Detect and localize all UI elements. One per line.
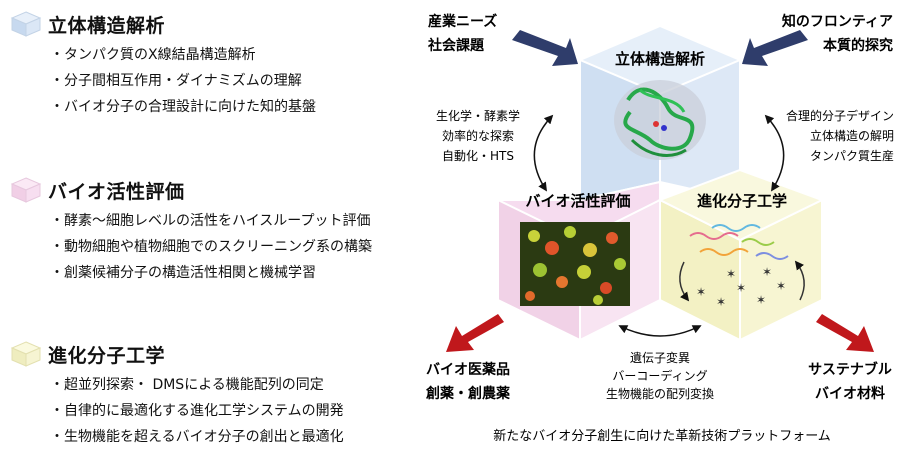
section-structure-header: 立体構造解析 [10, 10, 430, 38]
list-item: 動物細胞や植物細胞でのスクリーニング系の構築 [50, 234, 430, 260]
svg-text:✶: ✶ [726, 267, 736, 281]
input-arrow-left [512, 30, 578, 66]
link-right-line3: タンパク質生産 [810, 148, 894, 163]
link-bottom-line3: 生物機能の配列変換 [606, 386, 714, 401]
yellow-cube-icon [10, 341, 42, 367]
list-item: バイオ分子の合理設計に向けた知的基盤 [50, 94, 430, 120]
link-right-line1: 合理的分子デザイン [786, 108, 894, 123]
link-left-line2: 効率的な探索 [442, 128, 514, 143]
sequence-library-image: ✶ ✶ ✶ ✶ ✶ ✶ ✶ [679, 224, 805, 309]
output-arrow-right [816, 314, 874, 352]
section-evolution-title: 進化分子工学 [48, 344, 166, 367]
pink-cube-icon [10, 177, 42, 203]
list-item: 分子間相互作用・ダイナミズムの理解 [50, 68, 430, 94]
section-bioactivity: バイオ活性評価 酵素～細胞レベルの活性をハイスループット評価 動物細胞や植物細胞… [10, 176, 430, 286]
link-right-line2: 立体構造の解明 [810, 128, 894, 143]
svg-text:✶: ✶ [736, 281, 746, 295]
section-structure-list: タンパク質のX線結晶構造解析 分子間相互作用・ダイナミズムの理解 バイオ分子の合… [50, 42, 430, 120]
cube-top-label: 立体構造解析 [615, 50, 705, 68]
svg-text:✶: ✶ [716, 295, 726, 309]
link-left-line3: 自動化・HTS [442, 149, 514, 163]
input-right-line2: 本質的探究 [823, 37, 893, 54]
list-item: 超並列探索・ DMSによる機能配列の同定 [50, 372, 430, 398]
link-left-line1: 生化学・酵素学 [436, 108, 520, 123]
svg-text:✶: ✶ [762, 265, 772, 279]
link-arrow-bottom [618, 325, 702, 337]
output-left-line1: バイオ医薬品 [426, 361, 510, 378]
link-arrow-right [764, 114, 785, 192]
section-evolution: 進化分子工学 超並列探索・ DMSによる機能配列の同定 自律的に最適化する進化工… [10, 340, 430, 450]
output-right-line2: バイオ材料 [815, 385, 885, 402]
output-left-line2: 創薬・創農薬 [425, 385, 510, 402]
list-item: 生物機能を超えるバイオ分子の創出と最適化 [50, 424, 430, 450]
output-arrow-left [446, 314, 504, 352]
diagram-caption: 新たなバイオ分子創生に向けた革新技術プラットフォーム [493, 428, 831, 444]
input-left-line2: 社会課題 [427, 37, 485, 54]
input-arrow-right [742, 30, 808, 66]
section-evolution-list: 超並列探索・ DMSによる機能配列の同定 自律的に最適化する進化工学システムの開… [50, 372, 430, 450]
list-item: 自律的に最適化する進化工学システムの開発 [50, 398, 430, 424]
output-right-line1: サステナブル [808, 361, 892, 378]
link-arrow-left [533, 114, 554, 192]
link-bottom-line2: バーコーディング [612, 368, 707, 383]
svg-text:✶: ✶ [756, 293, 766, 307]
section-bioactivity-list: 酵素～細胞レベルの活性をハイスループット評価 動物細胞や植物細胞でのスクリーニン… [50, 208, 430, 286]
section-structure: 立体構造解析 タンパク質のX線結晶構造解析 分子間相互作用・ダイナミズムの理解 … [10, 10, 430, 120]
cube-left-label: バイオ活性評価 [525, 192, 630, 210]
input-left-line1: 産業ニーズ [428, 13, 497, 30]
section-evolution-header: 進化分子工学 [10, 340, 430, 368]
blue-cube-icon [10, 11, 42, 37]
cell-microscopy-image [520, 222, 630, 306]
list-item: タンパク質のX線結晶構造解析 [50, 42, 430, 68]
section-bioactivity-title: バイオ活性評価 [48, 180, 185, 203]
list-item: 酵素～細胞レベルの活性をハイスループット評価 [50, 208, 430, 234]
section-bioactivity-header: バイオ活性評価 [10, 176, 430, 204]
svg-text:✶: ✶ [776, 279, 786, 293]
svg-text:✶: ✶ [696, 285, 706, 299]
input-right-line1: 知のフロンティア [782, 13, 893, 30]
cube-right-label: 進化分子工学 [697, 192, 787, 210]
section-structure-title: 立体構造解析 [48, 14, 166, 37]
link-bottom-line1: 遺伝子変異 [630, 350, 690, 365]
list-item: 創薬候補分子の構造活性相関と機械学習 [50, 260, 430, 286]
protein-structure-image [614, 80, 706, 160]
